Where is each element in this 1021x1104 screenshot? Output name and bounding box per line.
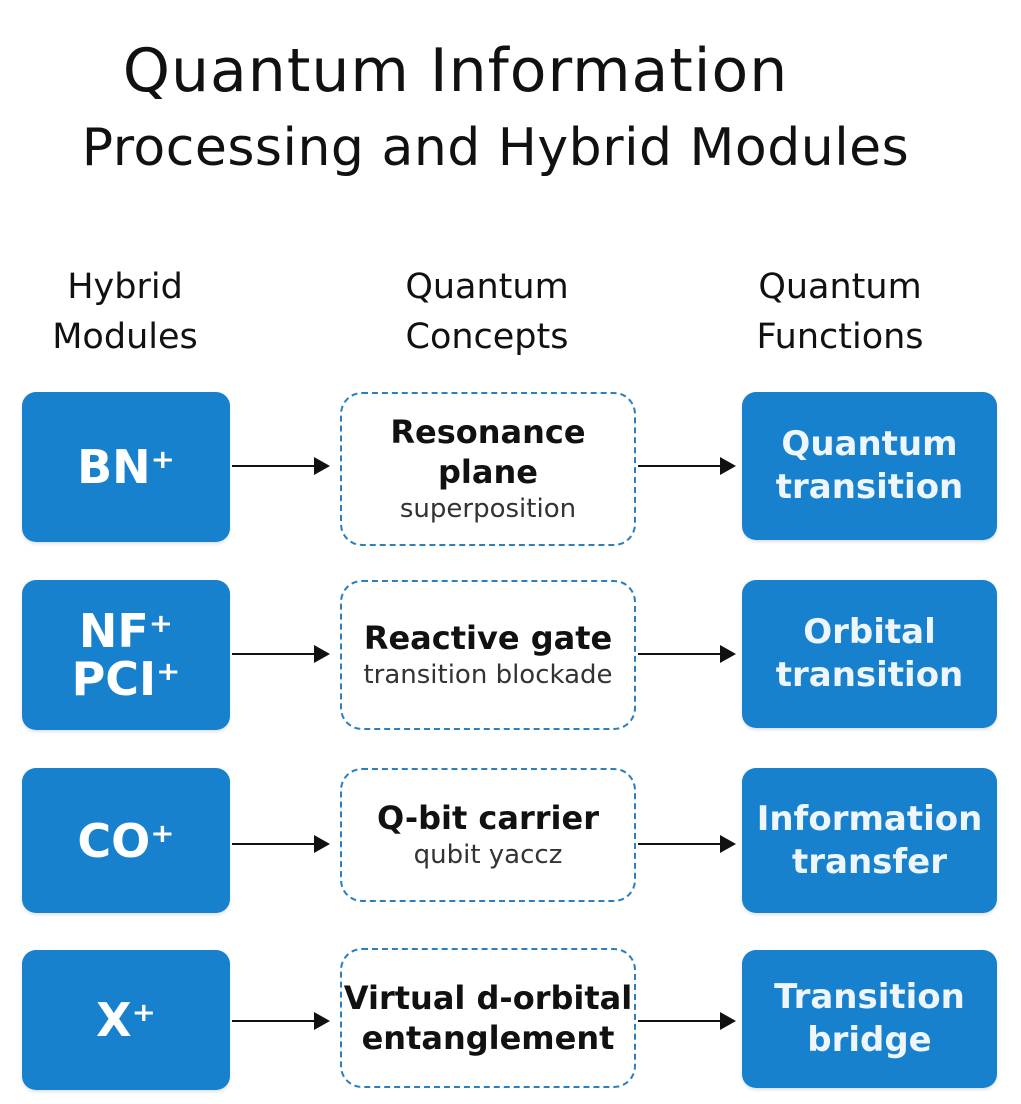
concept-box-qbit-carrier: Q-bit carrier qubit yaccz (340, 768, 636, 902)
column-header-quantum-functions: Quantum Functions (725, 262, 955, 362)
module-label: NF⁺ (78, 604, 174, 658)
module-box-x: X⁺ (22, 950, 230, 1090)
function-box-orbital-transition: Orbital transition (742, 580, 997, 728)
arrow-module-to-concept (232, 1012, 330, 1030)
concept-subtitle: transition blockade (363, 660, 613, 690)
concept-subtitle: qubit yaccz (413, 840, 563, 870)
concept-title: Reactive gate (363, 619, 613, 657)
diagram-title-line-2: Processing and Hybrid Modules (81, 118, 910, 178)
module-box-bn: BN⁺ (22, 392, 230, 542)
arrow-concept-to-function (638, 645, 736, 663)
concept-title: entanglement (361, 1019, 615, 1057)
arrow-module-to-concept (232, 645, 330, 663)
concept-title: Virtual d-orbital (343, 979, 633, 1017)
diagram-title-line-1: Quantum Information (122, 36, 789, 106)
concept-box-reactive-gate: Reactive gate transition blockade (340, 580, 636, 730)
arrow-module-to-concept (232, 835, 330, 853)
arrow-module-to-concept (232, 457, 330, 475)
function-label: Orbital (803, 612, 936, 652)
column-header-line: Functions (756, 317, 924, 357)
function-box-transition-bridge: Transition bridge (742, 950, 997, 1088)
module-label: X⁺ (96, 993, 156, 1047)
column-header-hybrid-modules: Hybrid Modules (10, 262, 240, 362)
function-label: transfer (791, 841, 948, 882)
module-box-co: CO⁺ (22, 768, 230, 913)
function-label: Quantum (781, 424, 958, 464)
concept-title: Resonance (390, 413, 586, 451)
concept-box-resonance-plane: Resonance plane superposition (340, 392, 636, 546)
function-label: Transition (774, 977, 965, 1017)
function-label: Information (756, 798, 983, 839)
column-header-line: Hybrid (67, 267, 183, 307)
column-header-line: Quantum (758, 267, 922, 307)
column-header-line: Quantum (405, 267, 569, 307)
module-label: PCI⁺ (71, 652, 181, 706)
module-label: CO⁺ (77, 813, 175, 868)
concept-title: Q-bit carrier (377, 799, 599, 837)
module-label: BN⁺ (77, 440, 175, 494)
concept-box-virtual-d-orbital: Virtual d-orbital entanglement (340, 948, 636, 1088)
column-header-line: Concepts (405, 317, 569, 357)
column-header-quantum-concepts: Quantum Concepts (372, 262, 602, 362)
function-label: transition (775, 655, 964, 695)
function-label: bridge (807, 1020, 932, 1060)
arrow-concept-to-function (638, 457, 736, 475)
concept-subtitle: superposition (399, 494, 577, 524)
function-box-information-transfer: Information transfer (742, 768, 997, 913)
function-box-quantum-transition: Quantum transition (742, 392, 997, 540)
arrow-concept-to-function (638, 1012, 736, 1030)
function-label: transition (775, 467, 964, 507)
concept-title: plane (438, 453, 538, 491)
column-header-line: Modules (52, 317, 198, 357)
module-box-nf-pci: NF⁺ PCI⁺ (22, 580, 230, 730)
arrow-concept-to-function (638, 835, 736, 853)
